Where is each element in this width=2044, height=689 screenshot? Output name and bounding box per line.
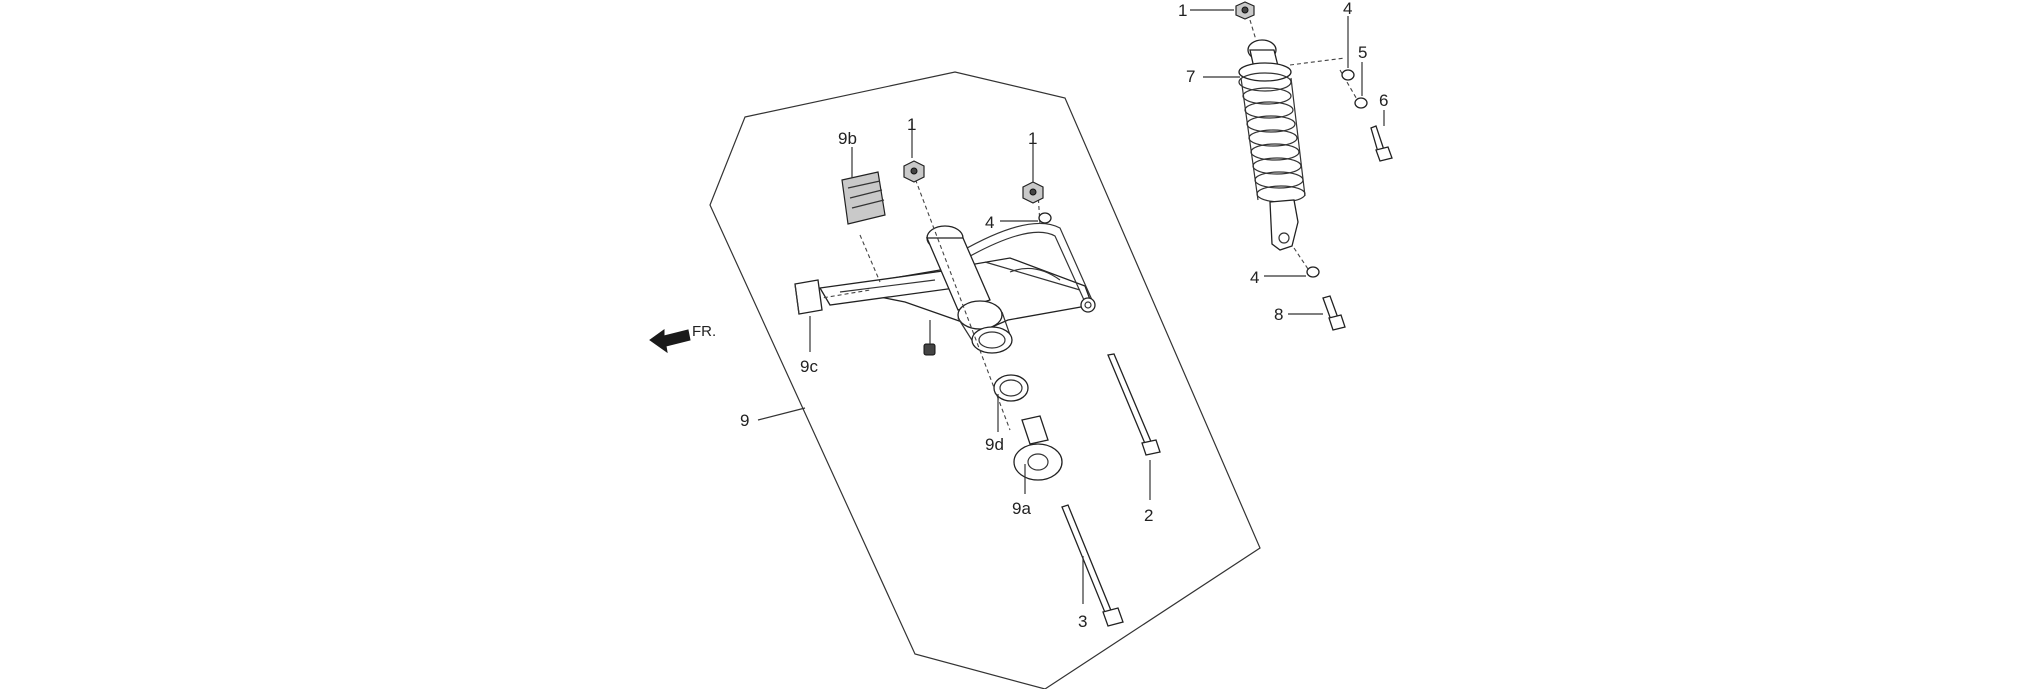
swing-arm	[818, 222, 1096, 356]
label-9c: 9c	[800, 357, 818, 376]
label-9b: 9b	[838, 129, 857, 148]
bolt-3	[1061, 504, 1124, 627]
bolt-6	[1370, 125, 1393, 162]
washer-5	[1354, 97, 1368, 109]
nut-1-left	[903, 160, 925, 183]
label-4-bottom: 4	[1250, 268, 1259, 287]
washer-4-bottom	[1306, 266, 1320, 278]
washer-9d	[993, 374, 1029, 402]
bushing-9a	[1013, 415, 1063, 481]
shock-absorber	[1238, 39, 1306, 251]
bushing-9b	[841, 171, 886, 225]
front-arrow-icon	[649, 329, 691, 354]
assembly-outline	[709, 71, 1261, 689]
label-9a: 9a	[1012, 499, 1031, 518]
washer-4-swingarm	[1038, 212, 1052, 224]
label-9: 9	[740, 411, 749, 430]
axis-pivot	[912, 172, 1011, 431]
label-9d: 9d	[985, 435, 1004, 454]
front-indicator-label: FR.	[692, 323, 716, 340]
washer-4-top	[1341, 69, 1355, 81]
bolt-2	[1107, 353, 1161, 456]
nut-1-right	[1022, 181, 1044, 204]
bolt-8	[1322, 295, 1346, 331]
label-1-left: 1	[907, 115, 916, 134]
label-4-top: 4	[1343, 0, 1352, 18]
label-1-right: 1	[1028, 129, 1037, 148]
label-3: 3	[1078, 612, 1087, 631]
label-5: 5	[1358, 43, 1367, 62]
label-4-swingarm: 4	[985, 213, 994, 232]
label-8: 8	[1274, 305, 1283, 324]
label-2: 2	[1144, 506, 1153, 525]
label-1-shock: 1	[1178, 1, 1187, 20]
nut-1-shock	[1235, 1, 1255, 20]
bushing-9c	[794, 279, 823, 315]
label-7: 7	[1186, 67, 1195, 86]
label-6: 6	[1379, 91, 1388, 110]
